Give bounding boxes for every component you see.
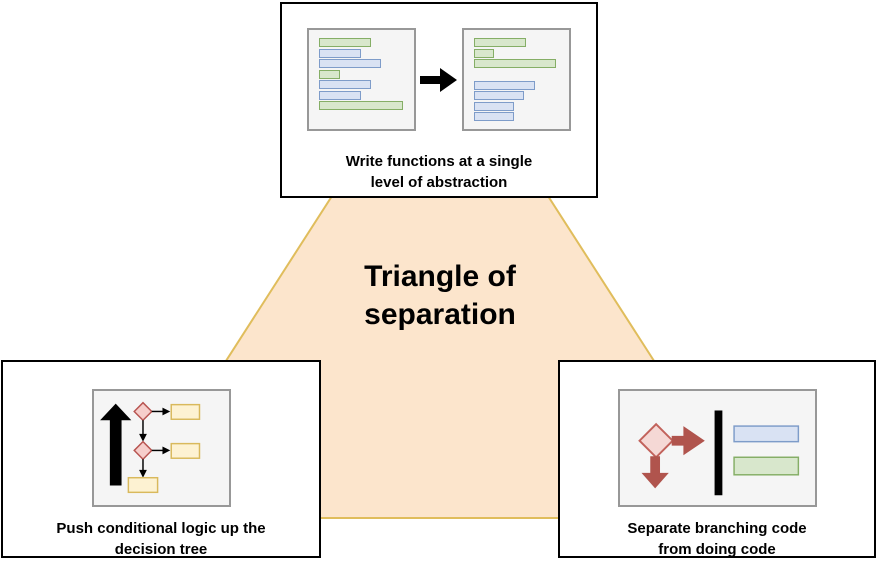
branching-illustration <box>637 410 799 496</box>
action-box-2 <box>170 442 200 459</box>
decision-diamond-2 <box>132 440 153 461</box>
abstraction-card: Write functions at a single level of abs… <box>280 2 598 198</box>
branch-right-arrow-icon <box>671 426 705 456</box>
branching-card: Separate branching code from doing code <box>558 360 876 558</box>
action-box-1 <box>170 403 200 420</box>
separator-bar <box>714 410 722 496</box>
code-bar-blue <box>474 112 515 121</box>
connector-down-1-arrowhead <box>138 433 147 442</box>
code-bar-blue <box>319 48 361 58</box>
abstraction-illustration <box>307 28 571 131</box>
branch-down-arrow-icon <box>641 456 669 489</box>
abstraction-caption: Write functions at a single level of abs… <box>345 153 533 191</box>
bars-before-panel <box>307 28 416 131</box>
connector-right-2-arrowhead <box>161 446 170 455</box>
code-bar-green <box>474 38 526 47</box>
code-bar-green <box>474 59 556 68</box>
decision-card: Push conditional logic up the decision t… <box>1 360 321 558</box>
decision-tree-illustration <box>99 401 200 494</box>
action-box-3 <box>127 476 158 494</box>
decision-tree-panel <box>91 389 231 507</box>
diagram-title: Triangle of separation <box>364 260 516 331</box>
code-bar-green <box>319 38 371 47</box>
up-arrow-icon <box>99 403 131 486</box>
code-bar-blue <box>474 80 535 90</box>
code-bar-green <box>319 69 340 79</box>
connector-right-1-arrowhead <box>161 407 170 416</box>
doing-code-green-box <box>732 456 799 476</box>
branching-panel <box>617 389 817 507</box>
code-bar-blue <box>474 101 515 111</box>
decision-diamond-1 <box>132 401 153 422</box>
doing-code-blue-box <box>732 425 799 443</box>
branching-caption: Separate branching code from doing code <box>627 520 807 558</box>
code-bar-green <box>474 48 495 58</box>
code-bar-blue <box>319 90 361 100</box>
code-bar-blue <box>319 59 381 68</box>
branching-diamond <box>637 422 674 459</box>
connector-down-2-arrowhead <box>138 469 147 478</box>
bars-after-panel <box>462 28 571 131</box>
code-bar-blue <box>319 80 371 89</box>
code-bar-blue <box>474 91 525 100</box>
code-bar-green <box>319 101 403 110</box>
decision-caption: Push conditional logic up the decision t… <box>56 520 266 558</box>
transform-arrow-icon <box>420 67 457 92</box>
bar-gap <box>474 70 565 81</box>
